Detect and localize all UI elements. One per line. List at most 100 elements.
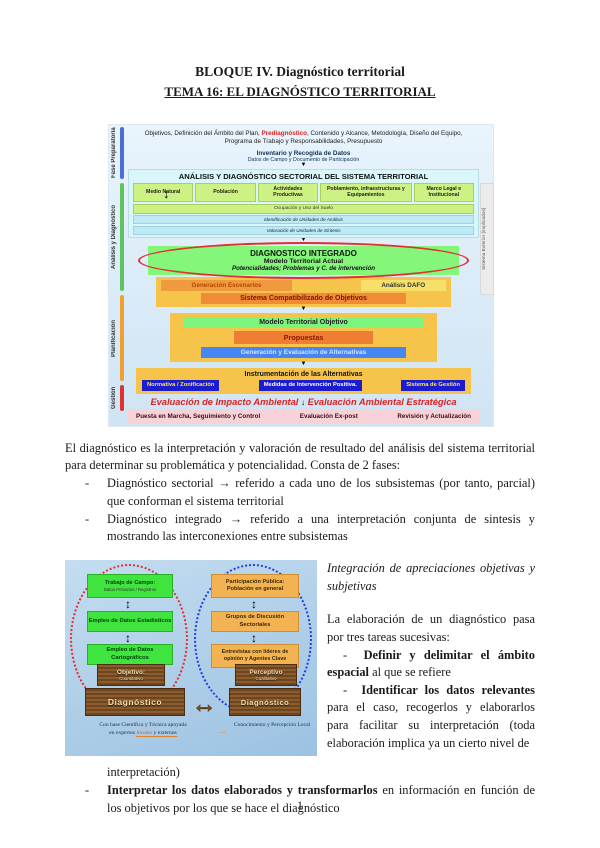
diagnostico-objetivo-sign: Diagnóstico xyxy=(85,688,185,717)
trabajo-campo-sub: Datos Primarios / Registros xyxy=(103,586,157,592)
updown-arrow-icon: ↕ xyxy=(251,631,257,646)
down-arrow-icon: ▼ xyxy=(300,360,307,367)
phase-fase-preparatoria: Fase Preparatoria xyxy=(109,125,124,181)
datos-cartograficos-box: Empleo de Datos Cartográficos xyxy=(87,644,173,666)
phase-gestion: Gestión xyxy=(109,383,124,413)
updown-arrow-icon: ↕ xyxy=(251,597,257,612)
participacion-publica-box: Participación Pública: Población en gene… xyxy=(211,574,299,599)
inventory-block: Inventario y Recogida de Datos Datos de … xyxy=(128,150,479,163)
paragraph-diagnostico: El diagnóstico es la interpretación y va… xyxy=(65,440,535,473)
left-right-arrow-icon: ↔ xyxy=(191,690,217,716)
side-bullet-1-rest: al que se refiere xyxy=(369,665,451,680)
side-paragraph: La elaboración de un diagnóstico pasa po… xyxy=(327,612,535,644)
bullet-interpretar: - Interpretar los datos elaborados y tra… xyxy=(65,782,535,817)
trabajo-campo-box: Trabajo de Campo: Datos Primarios / Regi… xyxy=(87,574,173,599)
evaluacion-expost-label: Evaluación Ex-post xyxy=(299,412,358,420)
figure-objective-perceptive-diagnosis: Trabajo de Campo: Datos Primarios / Regi… xyxy=(65,560,317,757)
caption-line2a: en expertos xyxy=(109,730,137,737)
grupos-discusion-box: Grupos de Discusión Sectoriales xyxy=(211,611,299,633)
inventory-title: Inventario y Recogida de Datos xyxy=(256,149,351,157)
instrumentation-title: Instrumentación de las Alternativas xyxy=(244,370,363,378)
caption-local-text: Conocimiento y Percepción Local xyxy=(233,722,311,729)
perceptivo-sign-title: Perceptivo xyxy=(249,669,283,677)
propuestas-box: Propuestas xyxy=(234,330,373,344)
grupos-discusion-text: Grupos de Discusión Sectoriales xyxy=(225,614,285,628)
updown-arrow-icon: ↕ xyxy=(125,631,131,646)
caption-line1: Con base Científica y Técnica apoyada xyxy=(99,722,187,729)
sector-box-poblamiento: Poblamiento, infraestructuras y Equipami… xyxy=(320,182,412,202)
sector-box-marco-legal: Marco Legal e Institucional xyxy=(413,182,474,202)
external-system-text: Sistema Exterior (implicados) xyxy=(482,207,487,270)
phase-color-bar xyxy=(120,182,124,291)
scenarios-row: Generación Escenarios Análisis DAFO xyxy=(161,279,446,291)
instruments-row: Normativa / Zonificación Medidas de Inte… xyxy=(142,379,465,391)
sistema-objetivos-box: Sistema Compatibilizado de Objetivos xyxy=(200,292,407,304)
phase-label: Gestión xyxy=(111,386,117,409)
down-arrow-icon: ↓ xyxy=(300,397,305,407)
side-text-column: Integración de apreciaciones objetivas y… xyxy=(327,560,535,756)
eae-label: Evaluación Ambiental Estratégica xyxy=(307,396,457,407)
down-arrow-icon: ▼ xyxy=(300,305,307,312)
caption-locales: locales xyxy=(136,730,153,738)
integrado-title: DIAGNOSTICO INTEGRADO xyxy=(250,248,357,258)
integrado-line2: Modelo Territorial Actual xyxy=(263,257,344,265)
perceptivo-sign-sub: Cualitativo xyxy=(255,676,277,682)
bullet-dash: - xyxy=(343,682,362,697)
datos-estadisticos-box: Empleo de Datos Estadísticos xyxy=(87,611,173,633)
sector-box-medio-natural: Medio Natural xyxy=(133,182,194,202)
analisis-dafo-box: Análisis DAFO xyxy=(360,279,446,291)
alternativas-box: Generación y Evaluación de Alternativas xyxy=(200,346,407,358)
external-system-label: Sistema Exterior (implicados) xyxy=(480,182,494,295)
bullet-dash: - xyxy=(85,476,90,491)
side-bullet-2: - Identificar los datos relevantes para … xyxy=(327,682,535,752)
phase-color-bar xyxy=(120,126,124,179)
diagnostico-perceptivo-text: Diagnóstico xyxy=(240,697,290,707)
bullet-interpretar-rest: en información en función de los objetiv… xyxy=(107,782,535,815)
continuation-line: interpretación) xyxy=(107,765,180,780)
page-title: BLOQUE IV. Diagnóstico territorial xyxy=(195,64,405,79)
side-heading: Integración de apreciaciones objetivas y… xyxy=(327,561,535,593)
phase-color-bar xyxy=(120,384,124,411)
down-arrow-icon: ▼ xyxy=(300,236,307,243)
phase-sidebar: Fase Preparatoria Análisis y Diagnóstico… xyxy=(109,125,124,426)
diagnostico-perceptivo-sign: Diagnóstico xyxy=(229,688,301,717)
sectorial-analysis-panel: ANÁLISIS Y DIAGNÓSTICO SECTORIAL DEL SIS… xyxy=(128,168,479,238)
objetivo-sign-title: Objetivo: xyxy=(116,669,146,677)
sector-box-actividades: Actividades Productivas xyxy=(257,182,319,202)
prediagnostico-highlight: Prediagnóstico xyxy=(261,129,307,137)
scenarios-panel: Generación Escenarios Análisis DAFO Sist… xyxy=(156,276,451,307)
participacion-publica-text: Participación Pública: Población en gene… xyxy=(225,579,285,593)
phase-analisis-diagnostico: Análisis y Diagnóstico xyxy=(109,181,124,293)
integrado-line3: Potencialidades; Problemas y C. de inter… xyxy=(231,264,376,272)
eia-label: Evaluación de Impacto Ambiental xyxy=(150,396,299,407)
environmental-evaluation-line: Evaluación de Impacto Ambiental ↓ Evalua… xyxy=(128,397,479,407)
instrumentation-panel: Instrumentación de las Alternativas Norm… xyxy=(136,367,471,394)
left-right-arrow-glyph: ↔ xyxy=(191,688,217,719)
side-bullet-1: - Definir y delimitar el ámbito espacial… xyxy=(327,647,535,682)
caption-local-knowledge: Conocimiento y Percepción Local xyxy=(231,721,313,729)
down-arrow-icon: ▼ xyxy=(300,161,307,168)
sector-boxes-row: Medio Natural Población Actividades Prod… xyxy=(132,182,475,202)
bullet-interpretar-bold: Interpretar los datos elaborados y trans… xyxy=(107,782,378,797)
inventory-subtitle: Datos de Campo y Documento de Participac… xyxy=(247,156,360,163)
caption-externos: y externos xyxy=(152,730,177,738)
modelo-territorial-objetivo-box: Modelo Territorial Objetivo xyxy=(184,316,423,328)
prep-text-a: Objetivos, Definición del Ámbito del Pla… xyxy=(144,129,262,137)
management-row: Puesta en Marcha, Seguimiento y Control … xyxy=(128,408,479,424)
title-block: BLOQUE IV. Diagnóstico territorial TEMA … xyxy=(65,62,535,102)
flowchart-main: Objetivos, Definición del Ámbito del Pla… xyxy=(124,125,493,426)
bullet-dash: - xyxy=(343,647,364,662)
page-subtitle: TEMA 16: EL DIAGNÓSTICO TERRITORIAL xyxy=(164,84,436,100)
phase-label: Análisis y Diagnóstico xyxy=(111,204,117,269)
page-number: 1 xyxy=(297,800,303,812)
phase-planificacion: Planificación xyxy=(109,293,124,383)
puesta-en-marcha-label: Puesta en Marcha, Seguimiento y Control xyxy=(136,412,261,420)
perceptivo-sign: Perceptivo Cualitativo xyxy=(235,664,297,687)
flowchart-territorial-planning: Fase Preparatoria Análisis y Diagnóstico… xyxy=(108,123,494,427)
bullet-integrado-text: Diagnóstico integrado → referido a una i… xyxy=(107,511,535,544)
sector-box-poblacion: Población xyxy=(195,182,256,202)
bullet-dash: - xyxy=(85,782,90,797)
phase-color-bar xyxy=(120,294,124,381)
datos-cartograficos-text: Empleo de Datos Cartográficos xyxy=(106,647,154,661)
